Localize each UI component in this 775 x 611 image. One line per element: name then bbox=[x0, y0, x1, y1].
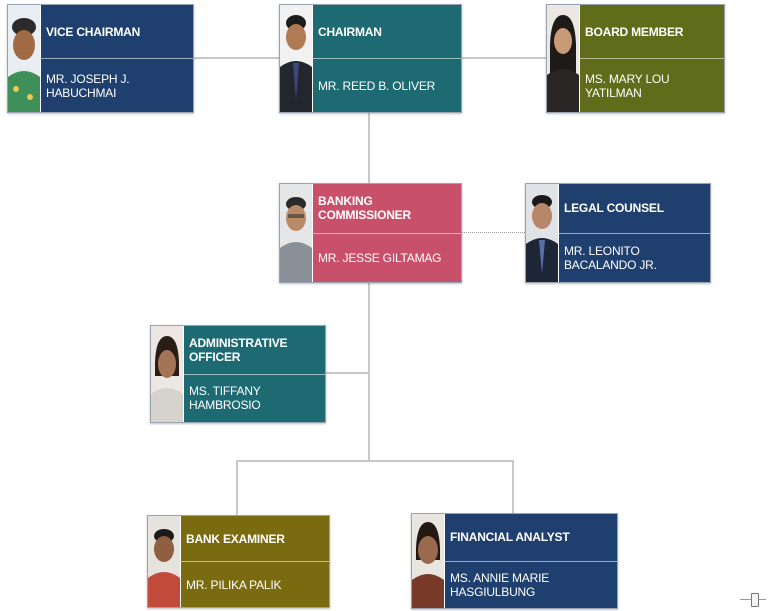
node-name: MS. ANNIE MARIE HASGIULBUNG bbox=[450, 570, 550, 599]
portrait-photo bbox=[547, 5, 580, 112]
node-name: MR. JOSEPH J. HABUCHMAI bbox=[46, 71, 130, 100]
node-title: BANK EXAMINER bbox=[181, 516, 329, 562]
connector-admin-officer bbox=[324, 372, 370, 374]
node-title: LEGAL COUNSEL bbox=[559, 184, 710, 234]
node-title: CHAIRMAN bbox=[313, 5, 461, 59]
node-name: MR. JESSE GILTAMAG bbox=[318, 250, 442, 265]
portrait-photo bbox=[280, 184, 313, 282]
connector-chairman-commissioner bbox=[368, 112, 370, 183]
portrait-photo bbox=[412, 514, 445, 608]
zoom-slider-thumb[interactable] bbox=[751, 593, 759, 607]
node-title: BOARD MEMBER bbox=[580, 5, 724, 59]
node-board-member[interactable]: BOARD MEMBER MS. MARY LOU YATILMAN bbox=[546, 4, 725, 113]
connector-commissioner-trunk bbox=[368, 282, 370, 460]
node-name: MS. MARY LOU YATILMAN bbox=[585, 71, 670, 100]
node-chairman[interactable]: CHAIRMAN MR. REED B. OLIVER bbox=[279, 4, 462, 113]
zoom-slider[interactable] bbox=[740, 592, 766, 607]
node-name: MR. LEONITO BACALANDO JR. bbox=[564, 243, 657, 272]
connector-commissioner-legal bbox=[460, 232, 525, 233]
node-financial-analyst[interactable]: FINANCIAL ANALYST MS. ANNIE MARIE HASGIU… bbox=[411, 513, 618, 609]
portrait-photo bbox=[8, 5, 41, 112]
portrait-photo bbox=[280, 5, 313, 112]
connector-financial-analyst bbox=[512, 460, 514, 513]
portrait-photo bbox=[148, 516, 181, 607]
node-title: BANKING COMMISSIONER bbox=[313, 184, 461, 234]
connector-bank-examiner bbox=[236, 460, 238, 515]
node-title: FINANCIAL ANALYST bbox=[445, 514, 617, 562]
node-name: MR. PILIKA PALIK bbox=[186, 577, 282, 592]
connector-staff-bar bbox=[236, 460, 514, 462]
node-legal-counsel[interactable]: LEGAL COUNSEL MR. LEONITO BACALANDO JR. bbox=[525, 183, 711, 283]
node-title: ADMINISTRATIVE OFFICER bbox=[184, 326, 325, 375]
node-bank-examiner[interactable]: BANK EXAMINER MR. PILIKA PALIK bbox=[147, 515, 330, 608]
node-banking-commissioner[interactable]: BANKING COMMISSIONER MR. JESSE GILTAMAG bbox=[279, 183, 462, 283]
node-title: VICE CHAIRMAN bbox=[41, 5, 193, 59]
portrait-photo bbox=[526, 184, 559, 282]
node-name: MR. REED B. OLIVER bbox=[318, 78, 436, 93]
node-administrative-officer[interactable]: ADMINISTRATIVE OFFICER MS. TIFFANY HAMBR… bbox=[150, 325, 326, 423]
portrait-photo bbox=[151, 326, 184, 422]
node-name: MS. TIFFANY HAMBROSIO bbox=[189, 384, 261, 413]
node-vice-chairman[interactable]: VICE CHAIRMAN MR. JOSEPH J. HABUCHMAI bbox=[7, 4, 194, 113]
